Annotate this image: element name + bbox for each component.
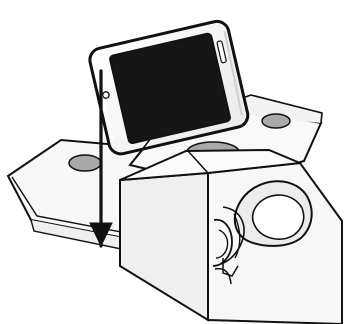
right-eyehole [253,195,304,239]
right-top-pad [262,114,290,128]
left-lens-pad [69,155,101,171]
headset-body [120,150,342,324]
